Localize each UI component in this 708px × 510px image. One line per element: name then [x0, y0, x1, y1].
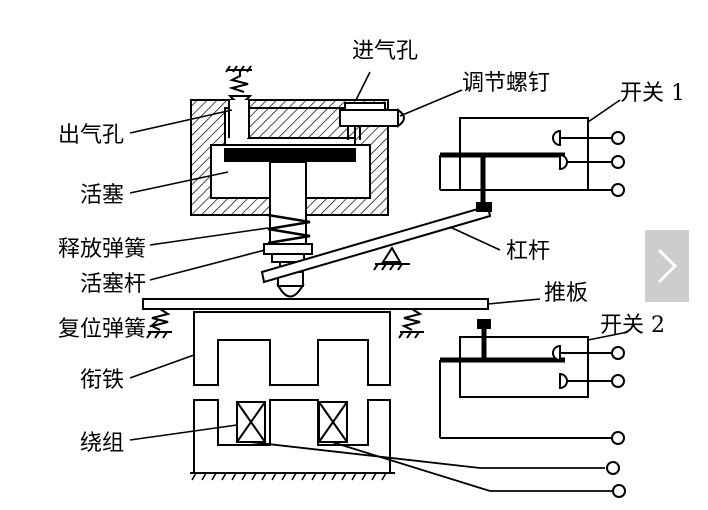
label-adjust-screw: 调节螺钉 — [462, 71, 550, 96]
label-reset-spring: 复位弹簧 — [58, 317, 146, 342]
chevron-right-icon — [657, 248, 678, 284]
label-piston: 活塞 — [80, 183, 124, 208]
switch-2 — [439, 319, 612, 439]
piston-plate — [224, 148, 356, 162]
label-winding: 绕组 — [80, 431, 124, 456]
label-release-spring: 释放弹簧 — [58, 237, 146, 262]
reset-spring-right — [398, 308, 424, 339]
label-switch-2: 开关 2 — [600, 313, 665, 338]
label-armature: 衔铁 — [80, 368, 124, 393]
coil-core — [193, 399, 391, 474]
lever — [260, 204, 492, 284]
winding — [236, 401, 348, 443]
armature — [193, 311, 391, 386]
leader-lines — [129, 71, 629, 441]
release-spring — [267, 213, 311, 245]
outlet-valve — [225, 65, 253, 138]
label-inlet: 进气孔 — [352, 39, 418, 64]
push-plate — [142, 298, 489, 310]
label-lever: 杠杆 — [506, 239, 550, 264]
adjust-screw — [339, 102, 405, 140]
winding-leads — [249, 441, 612, 492]
label-piston-rod: 活塞杆 — [80, 272, 146, 297]
label-switch-1: 开关 1 — [620, 81, 685, 106]
reset-spring-left — [146, 308, 172, 339]
next-button[interactable] — [645, 230, 689, 302]
switch-1 — [439, 117, 612, 212]
label-push-plate: 推板 — [544, 281, 588, 306]
label-outlet: 出气孔 — [58, 123, 124, 148]
